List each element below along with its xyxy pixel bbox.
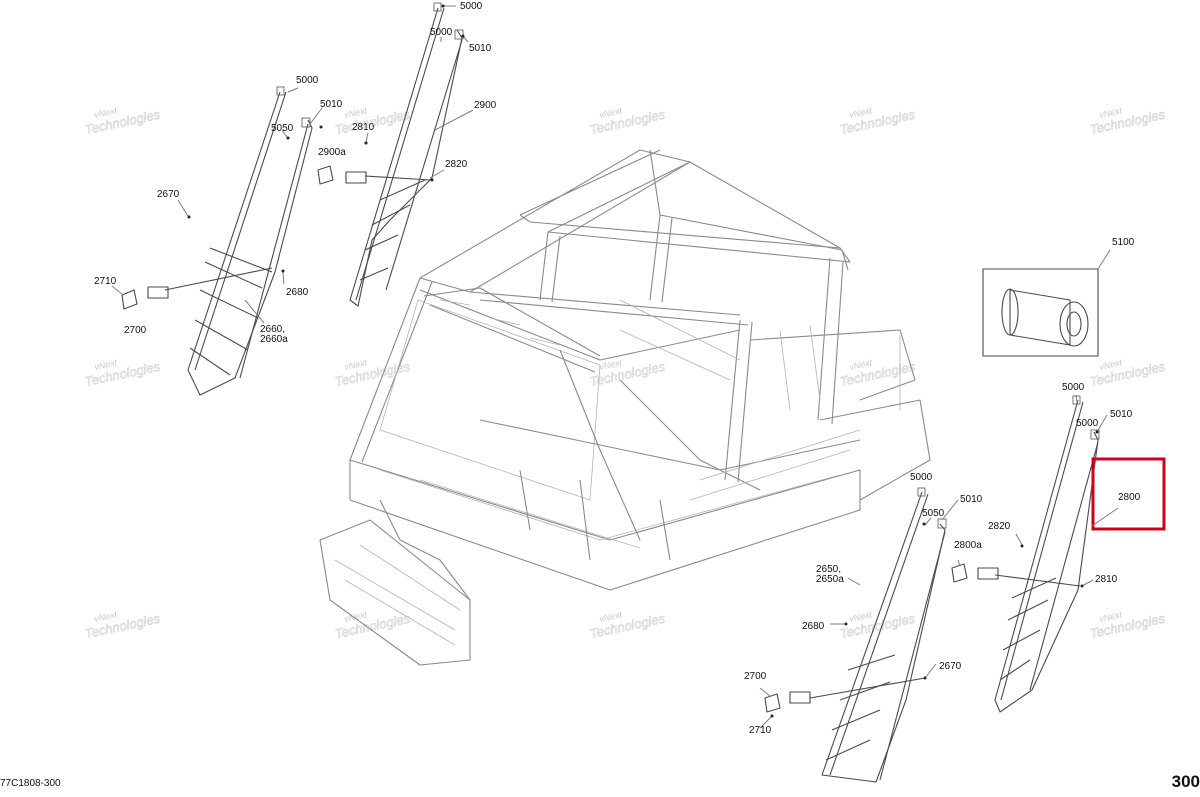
callout-label: 2810: [352, 122, 375, 133]
callout-label: 2800a: [954, 540, 982, 551]
vehicle-frame-drawing: [319, 149, 931, 666]
watermark-word: vNext: [93, 357, 118, 372]
callout-labels: 5000 5000 5010 5000 5010 5050 2810 2900 …: [94, 1, 1141, 736]
callout-label: 5000: [1062, 382, 1085, 393]
watermark-word: vNext: [343, 609, 368, 624]
watermark-word: vNext: [598, 609, 623, 624]
diagram-code: 77C1808-300: [0, 778, 61, 789]
callout-label: 2670: [157, 189, 180, 200]
callout-label: 5000: [1076, 418, 1099, 429]
callout-label: 5000: [430, 27, 453, 38]
callout-label: 5010: [469, 43, 492, 54]
callout-label: 2660,: [260, 324, 285, 335]
watermark-word: vNext: [848, 609, 873, 624]
callout-label: 2710: [749, 725, 772, 736]
watermark-word: vNext: [848, 105, 873, 120]
callout-label: 5010: [960, 494, 983, 505]
watermark-word: vNext: [1098, 105, 1123, 120]
callout-label: 5010: [1110, 409, 1133, 420]
callout-label: 2800: [1118, 492, 1141, 503]
watermark-word: vNext: [598, 357, 623, 372]
watermark-word: vNext: [848, 357, 873, 372]
callout-label: 2820: [445, 159, 468, 170]
callout-label: 5050: [922, 508, 945, 519]
watermark-word: vNext: [93, 609, 118, 624]
door-assembly-right-rear: [951, 395, 1100, 713]
callout-label: 2700: [124, 325, 147, 336]
page-number: 300: [1171, 772, 1200, 791]
door-assembly-left-front: [121, 86, 313, 396]
watermark-word: vNext: [343, 357, 368, 372]
callout-label: 2810: [1095, 574, 1118, 585]
highlight-box: [1091, 457, 1166, 531]
watermark-word: vNext: [598, 105, 623, 120]
watermark-word: vNext: [1098, 357, 1123, 372]
callout-label: 5000: [296, 75, 319, 86]
callout-label: 2660a: [260, 334, 288, 345]
watermark-word: vNext: [343, 105, 368, 120]
callout-label: 2710: [94, 276, 117, 287]
callout-label: 5000: [910, 472, 933, 483]
callout-label: 2900a: [318, 147, 346, 158]
door-assembly-upper: [317, 2, 464, 307]
callout-label: 2670: [939, 661, 962, 672]
callout-label: 2700: [744, 671, 767, 682]
fastener-dots: [187, 4, 1099, 718]
callout-label: 2900: [474, 100, 497, 111]
callout-label: 2680: [286, 287, 309, 298]
leader-lines: [111, 5, 1119, 729]
callout-label: 5050: [271, 123, 294, 134]
door-assembly-right-front: [764, 487, 947, 783]
callout-label: 5000: [460, 1, 483, 12]
inset-part-5100: [982, 268, 1099, 357]
callout-label: 2650a: [816, 574, 844, 585]
callout-label: 2650,: [816, 564, 841, 575]
callout-label: 2680: [802, 621, 825, 632]
watermark-word: vNext: [1098, 609, 1123, 624]
watermark-word: vNext: [93, 105, 118, 120]
callout-label: 5100: [1112, 237, 1135, 248]
callout-label: 2820: [988, 521, 1011, 532]
callout-label: 5010: [320, 99, 343, 110]
